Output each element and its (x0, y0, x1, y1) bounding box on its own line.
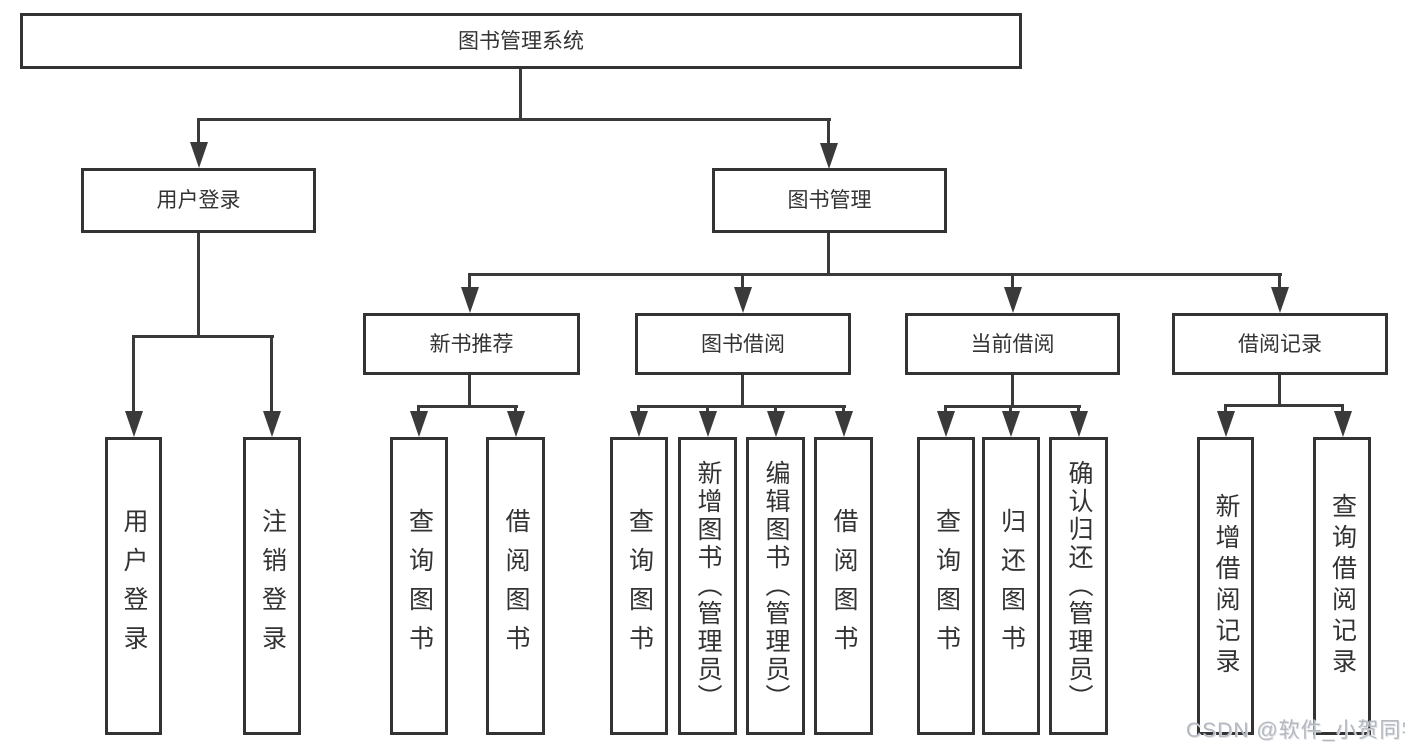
leaf-return-books: 归还图书 (982, 437, 1040, 735)
connector-borrowing-stem (741, 375, 744, 405)
leaf-user-login: 用户登录 (105, 437, 162, 735)
arrowhead-icon (1004, 287, 1022, 313)
node-library-management-system: 图书管理系统 (20, 13, 1022, 69)
leaf-borrow-books: 借阅图书 (814, 437, 873, 735)
arrowhead-icon (507, 411, 525, 437)
csdn-watermark: CSDN @软件_小贺同学 (1186, 719, 1405, 742)
connector-user-login-stem (197, 233, 200, 335)
arrowhead-icon (125, 411, 143, 437)
arrowhead-icon (835, 411, 853, 437)
connector-user-login-horizontal (132, 335, 274, 338)
connector-current-stem (1011, 375, 1014, 405)
connector-stem (132, 338, 135, 411)
connector-stem (197, 121, 200, 144)
leaf-query-borrow-record: 查询借阅记录 (1313, 437, 1371, 735)
arrowhead-icon (820, 143, 838, 169)
arrowhead-icon (937, 411, 955, 437)
node-user-login: 用户登录 (81, 168, 316, 233)
arrowhead-icon (410, 411, 428, 437)
connector-stem (1341, 407, 1344, 414)
connector-root-horizontal (197, 118, 831, 121)
arrowhead-icon (767, 411, 785, 437)
connector-borrowing-horizontal (637, 405, 846, 408)
connector-root-stem (519, 69, 522, 119)
arrowhead-icon (1002, 411, 1020, 437)
arrowhead-icon (699, 411, 717, 437)
arrowhead-icon (1070, 411, 1088, 437)
connector-current-horizontal (944, 405, 1081, 408)
connector-stem (1224, 407, 1227, 414)
connector-stem (741, 276, 744, 288)
connector-book-management-stem (827, 233, 830, 273)
arrowhead-icon (190, 142, 208, 168)
leaf-query-books: 查询图书 (390, 437, 448, 735)
leaf-confirm-return-admin: 确认归还（管理员） (1049, 437, 1108, 735)
leaf-add-borrow-record: 新增借阅记录 (1197, 437, 1254, 735)
arrowhead-icon (1334, 411, 1352, 437)
connector-stem (468, 276, 471, 288)
arrowhead-icon (461, 287, 479, 313)
leaf-query-books: 查询图书 (610, 437, 668, 735)
node-book-borrowing: 图书借阅 (635, 313, 851, 375)
connector-stem (827, 121, 830, 144)
node-current-borrowing: 当前借阅 (905, 313, 1120, 375)
node-book-management: 图书管理 (712, 168, 947, 233)
arrowhead-icon (263, 411, 281, 437)
arrowhead-icon (1217, 411, 1235, 437)
arrowhead-icon (630, 411, 648, 437)
connector-recommend-stem (468, 375, 471, 405)
leaf-edit-book-admin: 编辑图书（管理员） (746, 437, 805, 735)
connector-stem (1278, 276, 1281, 288)
leaf-query-books: 查询图书 (917, 437, 975, 735)
arrowhead-icon (734, 287, 752, 313)
leaf-add-book-admin: 新增图书（管理员） (678, 437, 737, 735)
connector-recommend-horizontal (417, 405, 518, 408)
connector-stem (1011, 276, 1014, 288)
arrowhead-icon (1271, 287, 1289, 313)
connector-stem (270, 338, 273, 411)
connector-records-stem (1278, 375, 1281, 404)
leaf-logout: 注销登录 (243, 437, 301, 735)
node-new-book-recommend: 新书推荐 (363, 313, 580, 375)
connector-book-management-horizontal (468, 273, 1282, 276)
leaf-borrow-books: 借阅图书 (486, 437, 545, 735)
connector-records-horizontal (1224, 404, 1344, 407)
node-borrowing-records: 借阅记录 (1172, 313, 1388, 375)
